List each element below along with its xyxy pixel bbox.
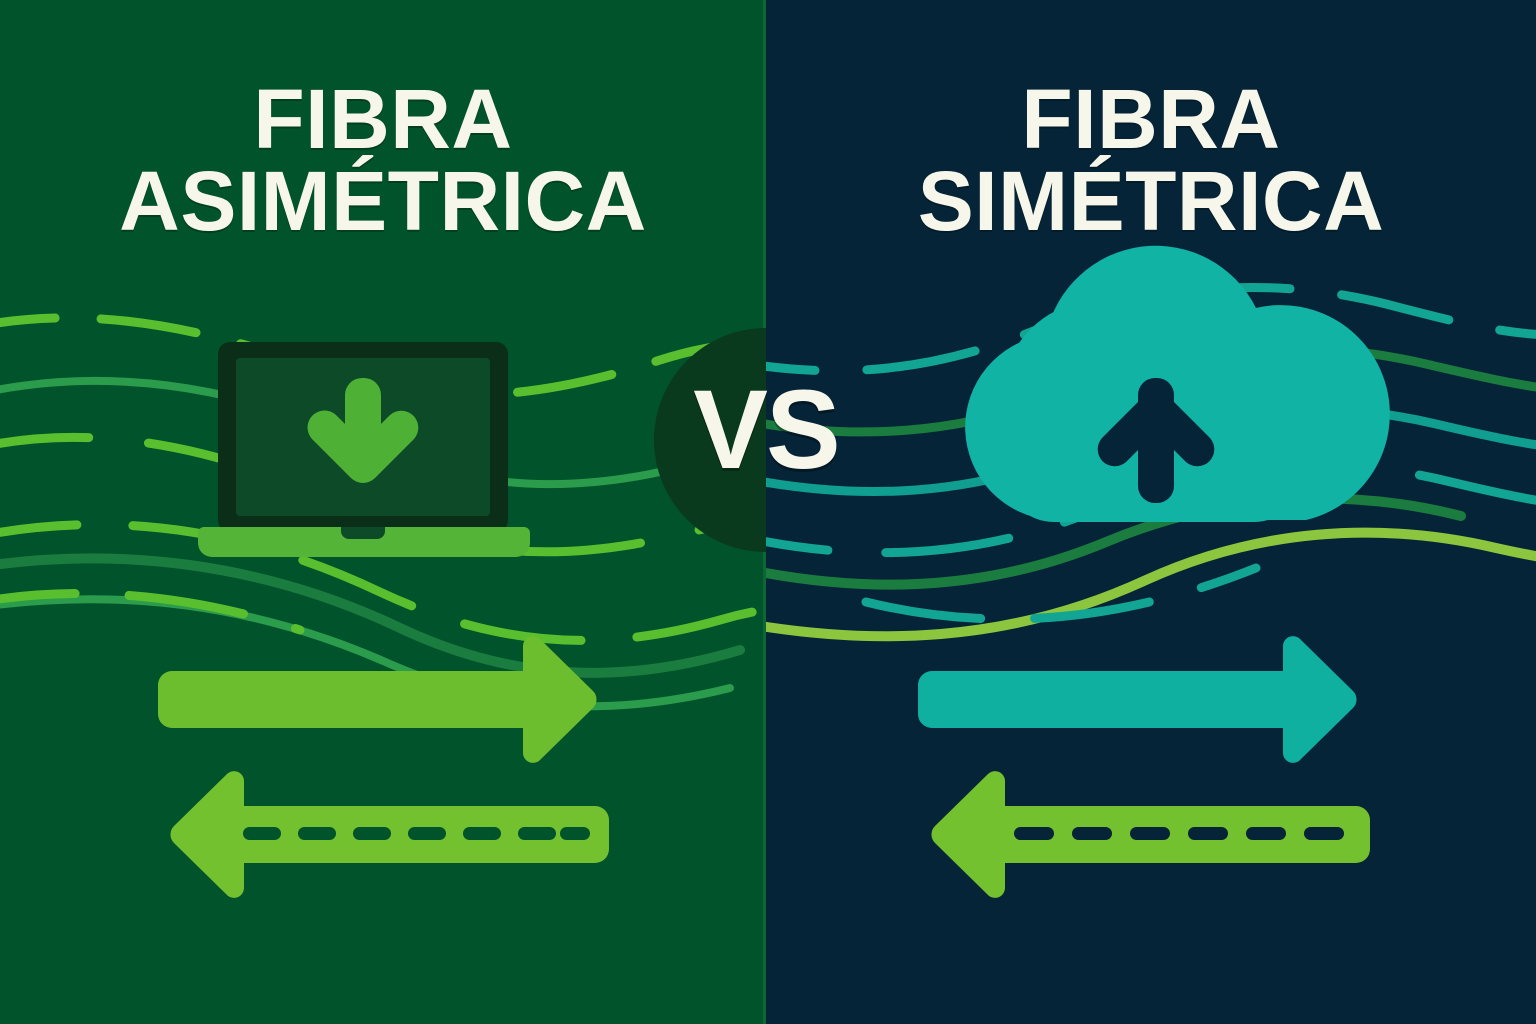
panel-fibra-simetrica: FIBRA SIMÉTRICA bbox=[766, 0, 1536, 1024]
laptop-download-icon bbox=[198, 342, 530, 557]
download-speed-arrow bbox=[158, 636, 597, 763]
upload-arrow-dashes bbox=[243, 827, 590, 840]
download-arrow-glyph bbox=[307, 378, 419, 483]
panel-title-simetrica: FIBRA SIMÉTRICA bbox=[917, 72, 1385, 249]
right-panel-artwork bbox=[766, 245, 1536, 898]
panel-fibra-asimetrica: FIBRA ASIMÉTRICA bbox=[0, 0, 766, 1024]
cloud-upload-icon bbox=[965, 245, 1390, 522]
upload-speed-arrow bbox=[170, 771, 609, 898]
upload-arrow-glyph bbox=[1097, 378, 1215, 503]
panel-title-asimetrica: FIBRA ASIMÉTRICA bbox=[119, 72, 647, 249]
vs-label: VS bbox=[693, 367, 840, 492]
left-panel-artwork bbox=[0, 313, 766, 898]
download-speed-arrow bbox=[918, 636, 1357, 763]
upload-speed-arrow bbox=[931, 771, 1370, 898]
upload-arrow-dashes bbox=[1014, 827, 1344, 840]
